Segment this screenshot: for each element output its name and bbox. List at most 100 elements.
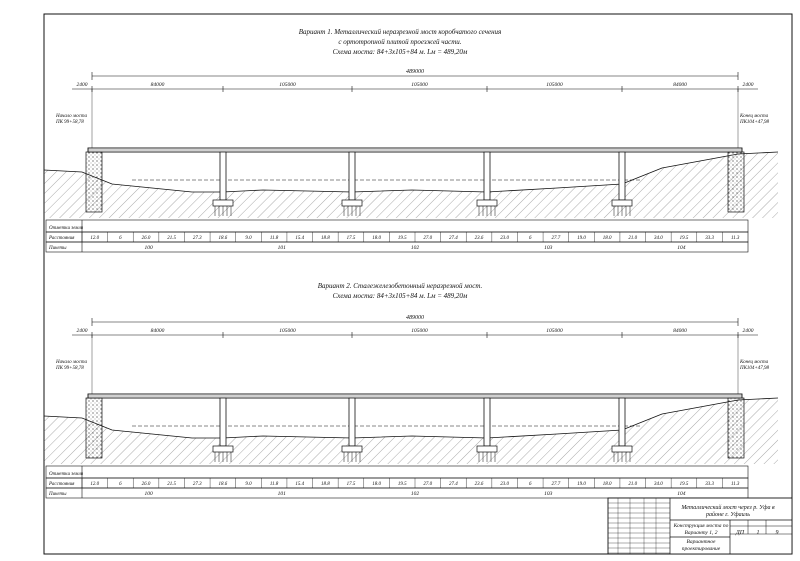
distance-label: 19.0 [577, 236, 586, 241]
end-label: Конец моста [739, 360, 769, 365]
table-row [45, 465, 749, 479]
table-row [45, 487, 749, 499]
dim-span-label: 105000 [546, 328, 563, 334]
picket-label: 100 [144, 491, 153, 497]
pier-column [348, 397, 356, 447]
dim-edge-right: 2400 [743, 327, 754, 334]
pier-column [618, 397, 626, 447]
distance-label: 33.3 [705, 482, 714, 487]
abutment-left [85, 397, 103, 459]
table-row-label: Отметки земли [49, 226, 84, 231]
pier-footing [341, 199, 363, 207]
stamp-drawing-name: Вариантное проектирование [681, 539, 721, 552]
dim-edge-right: 2400 [743, 81, 754, 88]
distance-label: 6 [119, 482, 122, 487]
distance-label: 6 [119, 236, 122, 241]
distance-label: 23.0 [500, 482, 509, 487]
distance-label: 9.0 [245, 236, 252, 241]
picket-label: 102 [411, 245, 420, 251]
distance-label: 21.0 [628, 236, 637, 241]
picket-label: 103 [544, 245, 553, 251]
distance-label: 21.0 [628, 482, 637, 487]
soil-hatching [44, 398, 778, 464]
end-label: Конец моста [739, 114, 769, 119]
variant2-title-line1: Вариант 2. Сталежелезобетонный неразрезн… [317, 282, 483, 290]
dim-span-label: 105000 [546, 82, 563, 88]
abutment-right [727, 397, 745, 459]
stamp-project: Металлический мост через р. Уфа в районе… [681, 505, 775, 518]
dim-span-label: 105000 [411, 82, 428, 88]
pier-footing [476, 199, 498, 207]
distance-label: 6 [529, 236, 532, 241]
distance-label: 11.3 [731, 482, 740, 487]
pier-column [219, 397, 227, 447]
start-picket: ПК 99+58,78 [55, 366, 84, 371]
end-picket: ПК104+47,98 [739, 366, 770, 371]
dim-span-label: 105000 [279, 82, 296, 88]
dim-span-label: 84000 [151, 327, 165, 334]
picket-label: 102 [411, 491, 420, 497]
pier-column [618, 151, 626, 201]
sheet-frame [43, 13, 793, 555]
distance-label: 18.6 [219, 482, 228, 487]
distance-label: 27.0 [423, 482, 432, 487]
distance-label: 11.3 [731, 236, 740, 241]
distance-label: 27.3 [193, 236, 202, 241]
abutment-right [727, 151, 745, 213]
distance-label: 23.6 [475, 482, 484, 487]
pier-footing [611, 445, 633, 453]
table-row-label: Отметки земли [49, 472, 84, 477]
dim-total-label: 489000 [406, 68, 424, 75]
distance-label: 19.5 [398, 236, 407, 241]
picket-label: 100 [144, 245, 153, 251]
dim-span-label: 105000 [411, 328, 428, 334]
distance-label: 18.8 [321, 482, 330, 487]
distance-label: 11.8 [270, 236, 279, 241]
pier-column [348, 151, 356, 201]
distance-label: 27.0 [423, 236, 432, 241]
distance-label: 23.0 [500, 236, 509, 241]
stamp-sheet-title: Конструкция моста по Варианту 1, 2 [673, 523, 729, 536]
distance-label: 34.0 [654, 482, 663, 487]
distance-label: 12.0 [90, 482, 99, 487]
pier-column [219, 151, 227, 201]
distance-label: 27.3 [193, 482, 202, 487]
distance-label: 9.0 [245, 482, 252, 487]
end-picket: ПК104+47,98 [739, 120, 770, 125]
pier-column [483, 397, 491, 447]
distance-label: 27.7 [552, 236, 561, 241]
dim-span-label: 105000 [279, 328, 296, 334]
picket-label: 104 [677, 244, 686, 251]
abutment-left [85, 151, 103, 213]
pier-footing [212, 199, 234, 207]
distance-label: 27.7 [552, 482, 561, 487]
variant1-title-line3: Схема моста: 84+3х105+84 м. Lм = 489,20м [332, 48, 468, 56]
table-row [45, 241, 749, 253]
distance-label: 18.8 [321, 236, 330, 241]
pier-footing [341, 445, 363, 453]
distance-label: 21.5 [167, 236, 176, 241]
dim-span-label: 84000 [673, 327, 687, 334]
dim-total-label: 489000 [406, 314, 424, 321]
pier-footing [476, 445, 498, 453]
distance-label: 18.0 [603, 482, 612, 487]
distance-label: 15.4 [295, 236, 304, 241]
distance-label: 18.0 [603, 236, 612, 241]
distance-label: 26.0 [142, 482, 151, 487]
title-block [607, 497, 793, 555]
picket-label: 103 [544, 491, 553, 497]
start-picket: ПК 99+58,78 [55, 120, 84, 125]
distance-label: 19.5 [680, 236, 689, 241]
distance-label: 18.0 [372, 236, 381, 241]
variant2-title-line2: Схема моста: 84+3х105+84 м. Lм = 489,20м [332, 292, 468, 300]
distance-label: 27.4 [449, 482, 458, 487]
start-label: Начало моста [55, 114, 88, 119]
distance-label: 27.4 [449, 236, 458, 241]
distance-label: 17.5 [347, 482, 356, 487]
distance-label: 18.0 [372, 482, 381, 487]
start-label: Начало моста [55, 360, 88, 365]
